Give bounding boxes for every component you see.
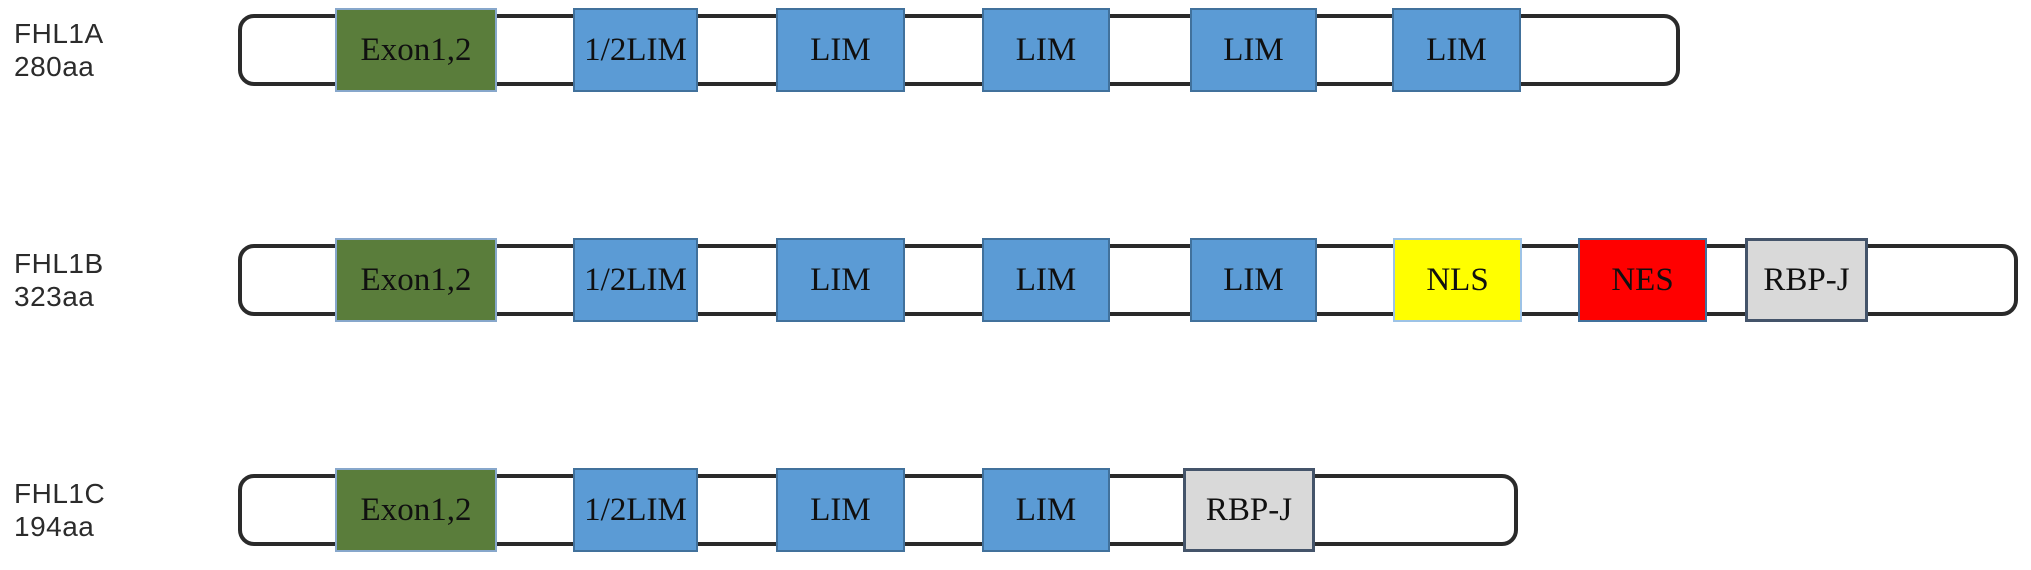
- domain-lim: LIM: [982, 468, 1110, 552]
- isoform-length: 323aa: [14, 281, 95, 312]
- isoform-length: 280aa: [14, 51, 95, 82]
- protein-backbone: [238, 244, 2018, 316]
- isoform-row-fhl1b: FHL1B 323aa Exon1,2 1/2LIM LIM LIM LIM N…: [0, 230, 2031, 330]
- domain-lim: LIM: [776, 468, 905, 552]
- domain-half-lim: 1/2LIM: [573, 468, 698, 552]
- domain-nes: NES: [1578, 238, 1707, 322]
- domain-lim: LIM: [982, 238, 1110, 322]
- isoform-name: FHL1C: [14, 478, 106, 509]
- domain-rbpj: RBP-J: [1745, 238, 1868, 322]
- domain-lim: LIM: [776, 8, 905, 92]
- domain-lim: LIM: [1190, 238, 1317, 322]
- domain-lim: LIM: [1392, 8, 1521, 92]
- domain-exon12: Exon1,2: [335, 238, 497, 322]
- isoform-name: FHL1B: [14, 248, 104, 279]
- domain-exon12: Exon1,2: [335, 468, 497, 552]
- isoform-label-fhl1a: FHL1A 280aa: [14, 17, 104, 83]
- domain-nls: NLS: [1393, 238, 1522, 322]
- isoform-row-fhl1a: FHL1A 280aa Exon1,2 1/2LIM LIM LIM LIM L…: [0, 0, 2031, 100]
- domain-lim: LIM: [982, 8, 1110, 92]
- isoform-length: 194aa: [14, 511, 95, 542]
- isoform-label-fhl1c: FHL1C 194aa: [14, 477, 105, 543]
- domain-lim: LIM: [1190, 8, 1317, 92]
- domain-rbpj: RBP-J: [1183, 468, 1315, 552]
- isoform-name: FHL1A: [14, 18, 104, 49]
- domain-half-lim: 1/2LIM: [573, 8, 698, 92]
- domain-exon12: Exon1,2: [335, 8, 497, 92]
- isoform-row-fhl1c: FHL1C 194aa Exon1,2 1/2LIM LIM LIM RBP-J: [0, 460, 2031, 560]
- domain-half-lim: 1/2LIM: [573, 238, 698, 322]
- domain-lim: LIM: [776, 238, 905, 322]
- isoform-label-fhl1b: FHL1B 323aa: [14, 247, 104, 313]
